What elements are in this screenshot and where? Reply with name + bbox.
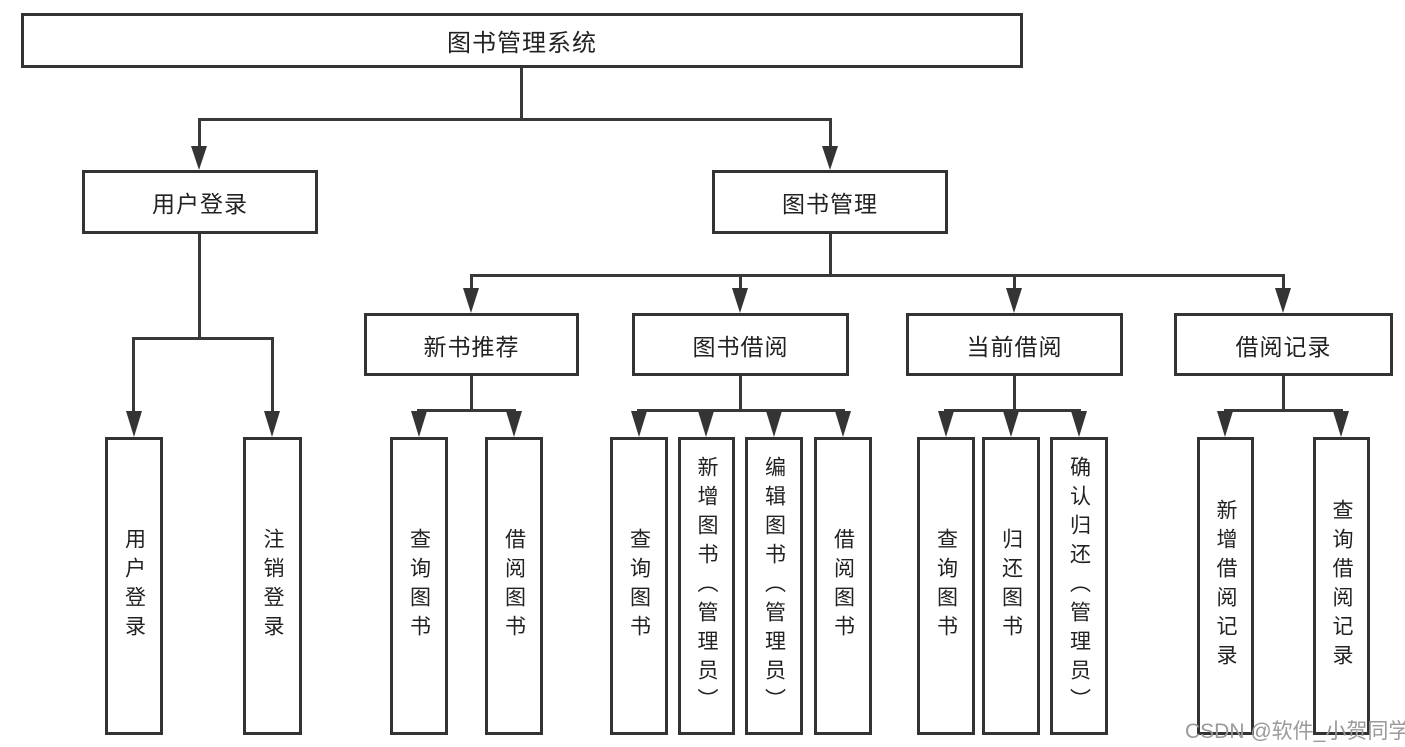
arrow-down-icon (411, 411, 427, 437)
connector-l3-stem (470, 274, 473, 290)
arrow-down-icon (126, 411, 142, 437)
node-current-borrow: 当前借阅 (906, 313, 1123, 376)
connector-nbr-down (470, 376, 473, 409)
arrow-down-icon (1217, 411, 1233, 437)
leaf-borrow-books-label: 借阅图书 (831, 528, 855, 644)
arrow-down-icon (1275, 288, 1291, 313)
node-borrow-records-label: 借阅记录 (1235, 333, 1332, 360)
connector-book-mgmt-split (470, 274, 1284, 277)
leaf-current-query-books: 查询图书 (917, 437, 975, 735)
leaf-user-login-label: 用户登录 (122, 528, 146, 644)
node-current-borrow-label: 当前借阅 (966, 333, 1063, 360)
node-new-book-recommend: 新书推荐 (364, 313, 579, 376)
leaf-logout-label: 注销登录 (261, 528, 284, 644)
connector-user-login-stem (198, 118, 201, 148)
node-root: 图书管理系统 (21, 13, 1023, 68)
leaf-query-borrow-record: 查询借阅记录 (1313, 437, 1370, 735)
connector-root-split (198, 118, 832, 121)
arrow-down-icon (938, 411, 954, 437)
leaf-add-borrow-record: 新增借阅记录 (1197, 437, 1254, 735)
connector-book-mgmt-down (829, 234, 832, 274)
connector-br-down (1282, 376, 1285, 409)
arrow-down-icon (463, 288, 479, 313)
connector-l3-stem (1282, 274, 1285, 290)
leaf-query-borrow-record-label: 查询借阅记录 (1330, 499, 1353, 673)
leaf-recommend-borrow-books-label: 借阅图书 (502, 528, 526, 644)
csdn-watermark: CSDN @软件_小贺同学 (1185, 720, 1405, 743)
leaf-add-books-admin-label: 新增图书（管理员） (695, 455, 718, 717)
leaf-return-books: 归还图书 (982, 437, 1040, 735)
leaf-logout: 注销登录 (243, 437, 302, 735)
node-book-borrow-label: 图书借阅 (692, 333, 789, 360)
connector-root-stem (520, 68, 523, 118)
leaf-edit-books-admin-label: 编辑图书（管理员） (762, 455, 786, 717)
connector-l3-stem (739, 274, 742, 290)
node-root-label: 图书管理系统 (447, 30, 597, 57)
arrow-down-icon (822, 146, 838, 170)
node-user-login-label: 用户登录 (152, 191, 248, 217)
connector-cb-split (944, 409, 1081, 412)
arrow-down-icon (835, 411, 851, 437)
arrow-down-icon (506, 411, 522, 437)
arrow-down-icon (732, 288, 748, 313)
node-new-book-recommend-label: 新书推荐 (423, 333, 520, 360)
leaf-borrow-books: 借阅图书 (814, 437, 872, 735)
leaf-current-query-books-label: 查询图书 (934, 528, 958, 644)
node-book-management-label: 图书管理 (782, 191, 878, 217)
connector-user-login-down (198, 234, 201, 337)
connector-l3-stem (1013, 274, 1016, 290)
leaf-borrow-query-books-label: 查询图书 (627, 528, 651, 644)
connector-cb-down (1013, 376, 1016, 409)
node-borrow-records: 借阅记录 (1174, 313, 1393, 376)
leaf-confirm-return-admin-label: 确认归还（管理员） (1067, 455, 1091, 717)
connector-book-mgmt-stem (829, 118, 832, 148)
connector-br-split (1224, 409, 1343, 412)
connector-user-login-split (132, 337, 274, 340)
arrow-down-icon (766, 411, 782, 437)
arrow-down-icon (1333, 411, 1349, 437)
connector-nbr-split (417, 409, 516, 412)
arrow-down-icon (1006, 288, 1022, 313)
arrow-down-icon (698, 411, 714, 437)
leaf-return-books-label: 归还图书 (999, 528, 1023, 644)
arrow-down-icon (1071, 411, 1087, 437)
leaf-add-books-admin: 新增图书（管理员） (678, 437, 735, 735)
leaf-borrow-query-books: 查询图书 (610, 437, 668, 735)
node-user-login: 用户登录 (82, 170, 318, 234)
leaf-confirm-return-admin: 确认归还（管理员） (1050, 437, 1108, 735)
leaf-edit-books-admin: 编辑图书（管理员） (745, 437, 803, 735)
leaf-recommend-query-books: 查询图书 (390, 437, 448, 735)
connector-bb-split (637, 409, 845, 412)
leaf-recommend-borrow-books: 借阅图书 (485, 437, 543, 735)
connector-bb-down (739, 376, 742, 409)
leaf-recommend-query-books-label: 查询图书 (407, 528, 431, 644)
connector-leaf-stem (271, 337, 274, 415)
arrow-down-icon (631, 411, 647, 437)
arrow-down-icon (264, 411, 280, 437)
arrow-down-icon (191, 146, 207, 170)
leaf-user-login: 用户登录 (105, 437, 163, 735)
leaf-add-borrow-record-label: 新增借阅记录 (1214, 499, 1237, 673)
connector-leaf-stem (132, 337, 135, 415)
node-book-management: 图书管理 (712, 170, 948, 234)
arrow-down-icon (1003, 411, 1019, 437)
node-book-borrow: 图书借阅 (632, 313, 849, 376)
